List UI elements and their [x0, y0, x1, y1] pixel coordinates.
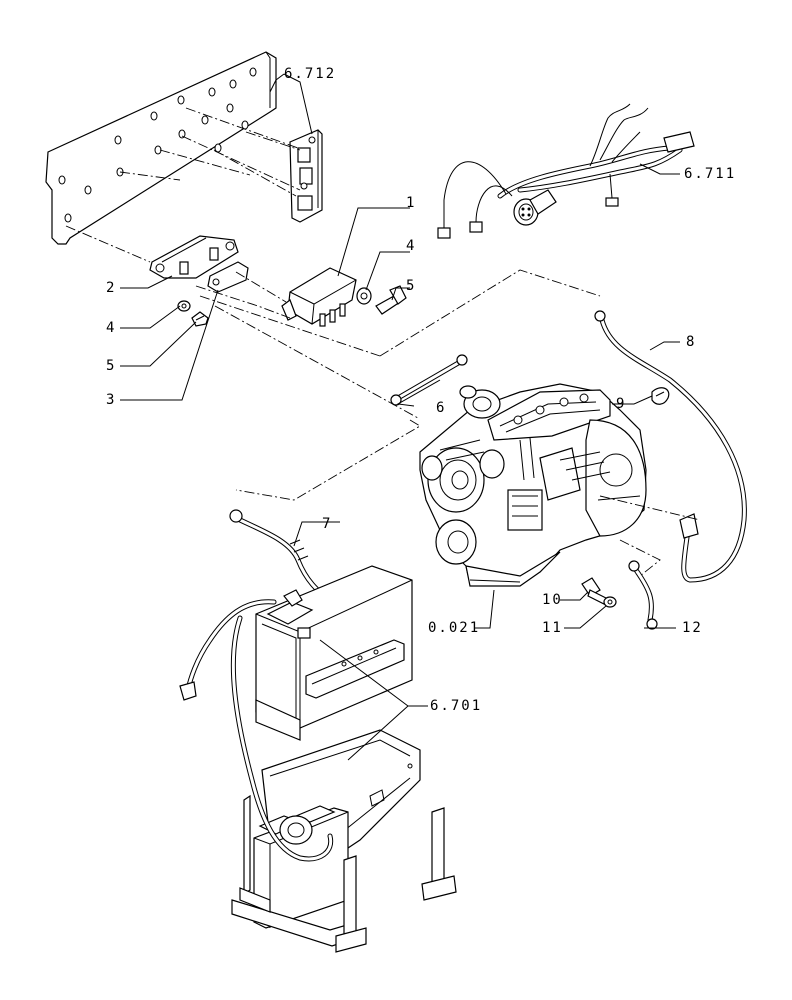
- washer-left: [177, 300, 191, 312]
- label-5-left: 5: [106, 358, 116, 374]
- label-1: 1: [406, 195, 416, 211]
- bracket: [207, 261, 249, 293]
- label-6: 6: [436, 400, 446, 416]
- label-11: 11: [542, 620, 563, 636]
- label-10: 10: [542, 592, 563, 608]
- label-2: 2: [106, 280, 116, 296]
- cable-6: [390, 354, 468, 406]
- plate-holes: [58, 67, 257, 223]
- label-9: 9: [616, 396, 626, 412]
- leader-lines: [120, 73, 680, 761]
- relay-block: [149, 235, 239, 279]
- washer-11: [603, 596, 617, 608]
- battery-upper: [255, 565, 413, 729]
- label-ref-6712: 6.712: [284, 66, 336, 82]
- bolt-10: [581, 577, 607, 605]
- label-4-right: 4: [406, 238, 416, 254]
- label-5-right: 5: [406, 278, 416, 294]
- cable-8: [594, 310, 747, 583]
- label-3: 3: [106, 392, 116, 408]
- label-8: 8: [686, 334, 696, 350]
- callout-labels: 1 2 3 4 4 5 5 6 7 8 9 10 11 12 6.712 6.7…: [106, 66, 736, 714]
- mounting-plate: [45, 51, 277, 245]
- washer-right: [356, 287, 372, 305]
- fuse-holder: [289, 129, 323, 223]
- bolt-right: [375, 285, 407, 315]
- label-ref-6711: 6.711: [684, 166, 736, 182]
- cable-12: [628, 560, 658, 630]
- round-connector: [513, 189, 557, 226]
- battery-cable: [179, 599, 334, 862]
- label-ref-6701: 6.701: [430, 698, 482, 714]
- frame-base: [231, 794, 457, 953]
- label-4-left: 4: [106, 320, 116, 336]
- clip-9: [651, 387, 670, 405]
- relay: [281, 267, 357, 327]
- engine: [419, 383, 647, 587]
- label-12: 12: [682, 620, 703, 636]
- label-ref-0021: 0.021: [428, 620, 480, 636]
- label-7: 7: [322, 516, 332, 532]
- wiring-harness: [437, 103, 695, 239]
